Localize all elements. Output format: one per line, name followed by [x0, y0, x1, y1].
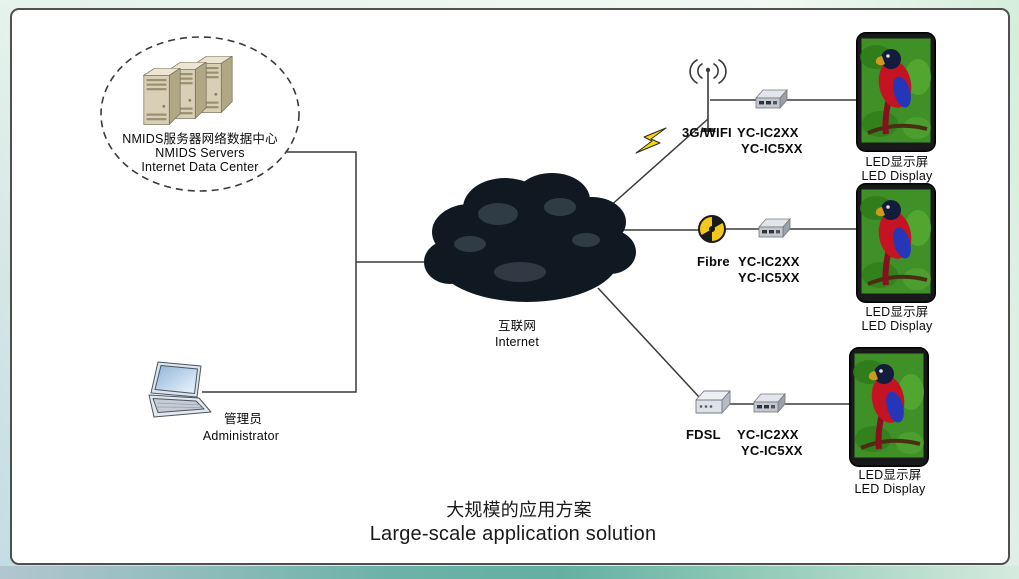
led-display-icon	[857, 33, 936, 152]
diagram-title-en: Large-scale application solution	[369, 523, 657, 545]
internet-cloud-icon	[424, 173, 636, 302]
antenna-icon	[689, 59, 727, 132]
modem-icon	[695, 390, 731, 414]
display-label-en: LED Display	[861, 169, 933, 183]
decorative-bottom-band	[0, 566, 1019, 579]
datacenter-boundary-ellipse	[100, 36, 300, 192]
display-label-zh: LED显示屏	[865, 155, 929, 169]
lightning-icon	[635, 127, 667, 154]
medium-label-3g-wifi: 3G/WIFI	[682, 125, 732, 140]
led-display-icon	[857, 184, 936, 303]
display-label-en: LED Display	[861, 319, 933, 333]
laptop-icon	[148, 361, 212, 418]
controller-model-label: YC-IC2XX	[737, 125, 799, 140]
controller-model-label: YC-IC5XX	[741, 141, 803, 156]
datacenter-label-en1: NMIDS Servers	[155, 146, 245, 160]
datacenter-label-en2: Internet Data Center	[141, 160, 259, 174]
controller-model-label: YC-IC5XX	[738, 270, 800, 285]
medium-label-fdsl: FDSL	[686, 427, 721, 442]
admin-label-zh: 管理员	[223, 412, 263, 426]
diagram-title-zh: 大规模的应用方案	[446, 500, 592, 520]
display-label-zh: LED显示屏	[865, 305, 929, 319]
controller-model-label: YC-IC2XX	[737, 427, 799, 442]
datacenter-label-zh: NMIDS服务器网络数据中心	[122, 132, 278, 146]
admin-label-en: Administrator	[202, 429, 280, 443]
internet-label-en: Internet	[495, 335, 539, 349]
controller-icon	[753, 393, 786, 413]
led-display-icon	[850, 348, 929, 467]
medium-label-fibre: Fibre	[697, 254, 730, 269]
display-label-zh: LED显示屏	[858, 468, 922, 482]
server-stack-icon	[143, 56, 233, 125]
display-label-en: LED Display	[854, 482, 926, 496]
controller-icon	[755, 89, 788, 109]
controller-icon	[758, 218, 791, 238]
internet-label-zh: 互联网	[497, 319, 537, 333]
controller-model-label: YC-IC2XX	[738, 254, 800, 269]
controller-model-label: YC-IC5XX	[741, 443, 803, 458]
fibre-icon	[698, 215, 726, 243]
